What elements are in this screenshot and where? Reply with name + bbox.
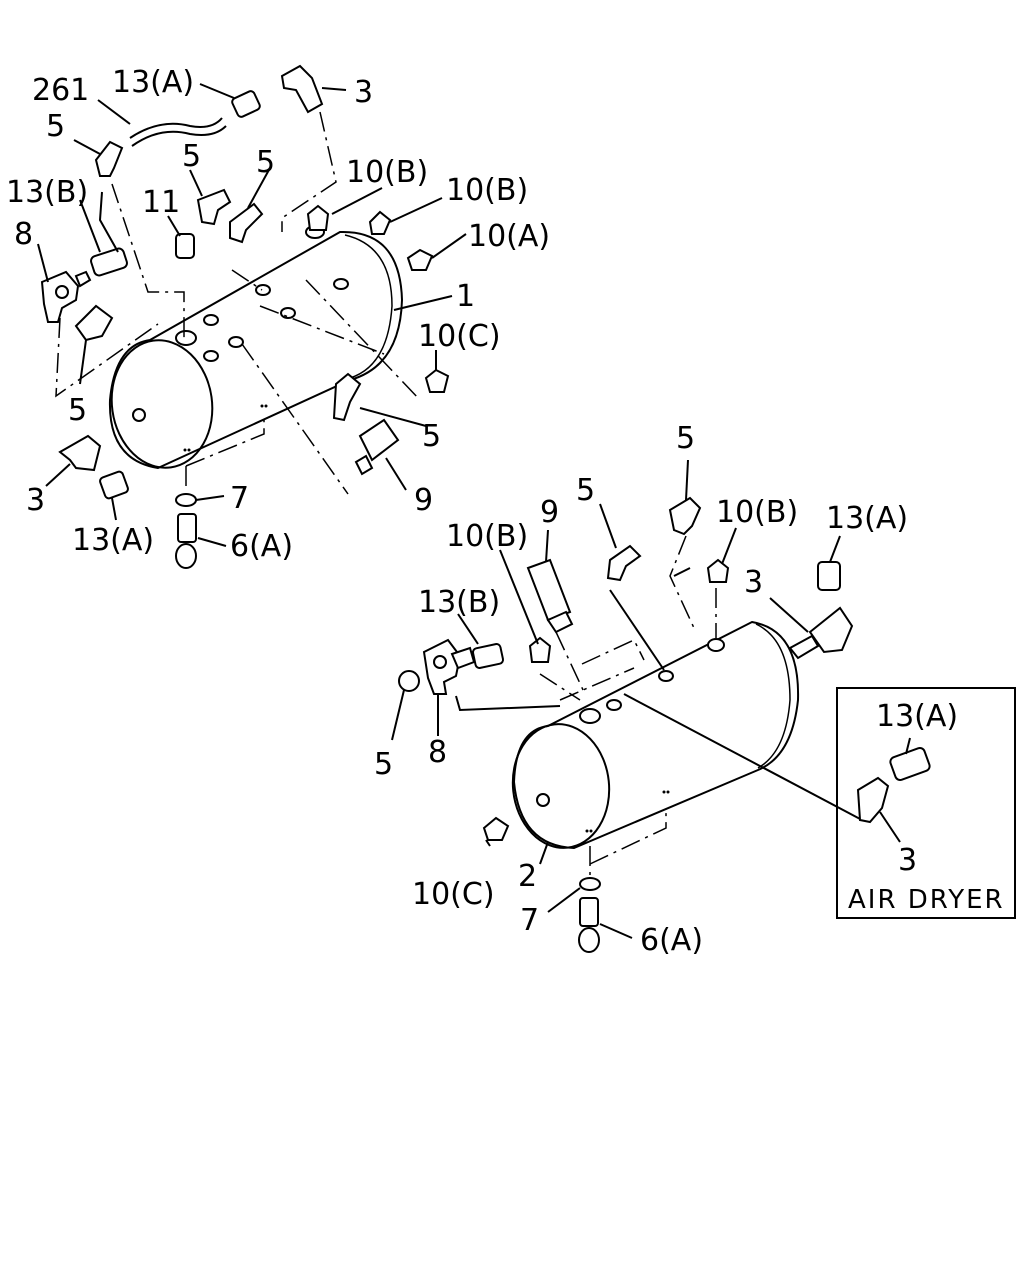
callout-labels: 261 13(A) 3 5 5 5 10(B) 10(B) 13(B) 11 1…	[6, 65, 1005, 958]
fitting-13b-r	[471, 643, 505, 669]
callout-13b-r: 13(B)	[418, 585, 500, 620]
callout-10a: 10(A)	[468, 219, 550, 254]
callout-10b-top-a: 10(B)	[346, 155, 428, 190]
washer-7-top	[175, 493, 197, 507]
cap-10b-top-b	[368, 210, 392, 235]
cap-10c-top	[424, 368, 450, 393]
callout-8-left: 8	[14, 217, 33, 252]
callout-11: 11	[142, 185, 180, 220]
cap-10b-top-a	[306, 204, 330, 231]
elbow-5-mid-a	[196, 188, 232, 226]
callout-3-left: 3	[26, 483, 45, 518]
callout-5-topleft: 5	[46, 109, 65, 144]
fitting-13a-bottom	[99, 470, 129, 500]
callout-13a-r: 13(A)	[826, 501, 908, 536]
callout-9-top: 9	[414, 483, 433, 518]
callout-10b-r1: 10(B)	[716, 495, 798, 530]
callout-13a-bottom: 13(A)	[72, 523, 154, 558]
valve-9-top	[354, 418, 400, 476]
elbow-3-left	[58, 434, 102, 472]
callout-7-r: 7	[520, 903, 539, 938]
callout-5-r3: 5	[374, 747, 393, 782]
cap-10c-r	[482, 816, 510, 841]
drain-valve-6a-top	[175, 513, 197, 569]
callout-261: 261	[32, 73, 89, 108]
plug-11	[175, 233, 195, 259]
leaders-tank-1	[37, 83, 467, 547]
air-dryer-box	[836, 687, 1016, 919]
elbow-3-top	[280, 64, 324, 114]
callout-5-r2: 5	[676, 421, 695, 456]
callout-3-top: 3	[354, 75, 373, 110]
callout-2: 2	[518, 859, 537, 894]
callout-13b-left: 13(B)	[6, 175, 88, 210]
elbow-5-r2	[668, 496, 702, 536]
elbow-5-leftlow	[74, 304, 114, 342]
callout-10b-top-b: 10(B)	[446, 173, 528, 208]
elbow-5-right	[332, 372, 362, 422]
elbow-5-r1	[606, 544, 642, 582]
air-dryer-title: AIR DRYER	[848, 885, 1005, 915]
valve-9-right	[526, 558, 574, 634]
callout-5-mid-b: 5	[256, 145, 275, 180]
callout-1: 1	[456, 279, 475, 314]
callout-5-right: 5	[422, 419, 441, 454]
tee-3-r	[788, 606, 854, 660]
callout-5-mid-a: 5	[182, 139, 201, 174]
callout-3-r: 3	[744, 565, 763, 600]
fitting-13b-left	[90, 247, 128, 277]
hose-261	[129, 117, 227, 147]
callout-9-right: 9	[540, 495, 559, 530]
callout-5-leftlow: 5	[68, 393, 87, 428]
callout-6a-r: 6(A)	[640, 923, 703, 958]
tee-8-r	[422, 638, 476, 695]
washer-7-r	[579, 877, 601, 891]
cap-10b-r2	[528, 636, 552, 663]
plug-5-r3	[398, 670, 420, 692]
callout-10c-top: 10(C)	[418, 319, 501, 354]
callout-10c-r: 10(C)	[412, 877, 495, 912]
air-tank-2	[511, 620, 800, 850]
fitting-13a-top	[231, 90, 261, 118]
callout-8-r: 8	[428, 735, 447, 770]
callout-3-box: 3	[898, 843, 917, 878]
callout-6a-top: 6(A)	[230, 529, 293, 564]
cap-10a	[406, 248, 434, 271]
leaders-tank-2	[391, 459, 863, 939]
elbow-5-topleft	[94, 140, 124, 177]
callout-5-r1: 5	[576, 473, 595, 508]
elbow-5-mid-b	[229, 202, 264, 244]
callout-10b-r2: 10(B)	[446, 519, 528, 554]
cap-10b-r1	[706, 558, 730, 583]
tee-8-left	[40, 270, 92, 323]
callout-7-top: 7	[230, 481, 249, 516]
callout-13a-box: 13(A)	[876, 699, 958, 734]
fitting-13a-r	[817, 561, 841, 591]
air-tank-1	[108, 225, 404, 470]
callout-13a-top: 13(A)	[112, 65, 194, 100]
drain-valve-6a-r	[578, 897, 600, 953]
